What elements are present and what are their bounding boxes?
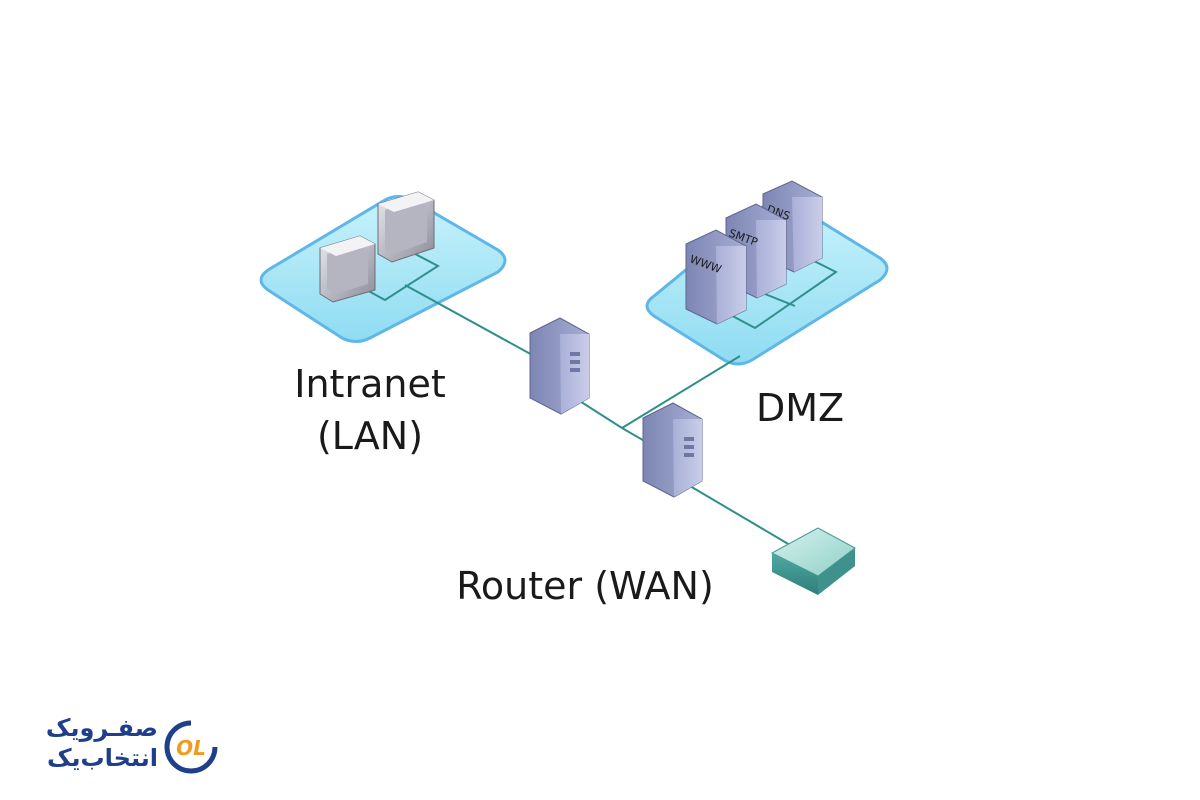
- svg-text:OL: OL: [176, 736, 206, 760]
- gateway-server: [642, 402, 703, 498]
- intranet-label-line2: (LAN): [316, 414, 424, 458]
- www-server: WWW: [685, 229, 747, 325]
- dmz-label: DMZ: [755, 386, 845, 430]
- firewall-server: [529, 317, 590, 415]
- lan-workstation-1: [319, 235, 376, 303]
- logo-text-line2: انتخاب‌یک: [46, 744, 158, 772]
- logo-mark-icon: OL: [164, 719, 219, 774]
- intranet-label-line1: Intranet: [294, 362, 446, 406]
- brand-logo: صفـرویک انتخاب‌یک OL: [30, 712, 220, 782]
- intranet-label: Intranet (LAN): [255, 358, 485, 462]
- lan-workstation-2: [377, 191, 435, 263]
- router-label: Router (WAN): [456, 564, 714, 608]
- wan-router: [770, 527, 856, 595]
- logo-text-line1: صفـرویک: [45, 714, 158, 742]
